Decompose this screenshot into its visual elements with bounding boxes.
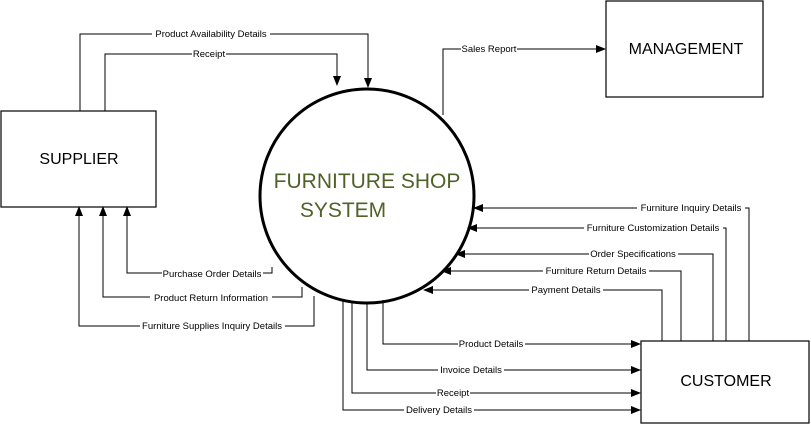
supplier-label: SUPPLIER [39, 151, 118, 168]
flow-purchase-order [123, 206, 273, 274]
flow-order-spec [455, 250, 714, 341]
flow-inquiry [473, 204, 750, 341]
management-box [605, 0, 764, 98]
flow-product-details [382, 300, 641, 348]
label-order-spec: Order Specifications [590, 249, 676, 260]
flow-invoice [366, 303, 641, 374]
label-delivery: Delivery Details [406, 405, 472, 416]
customer-box [640, 340, 810, 424]
supplier-box [0, 110, 157, 208]
label-receipt-bottom: Receipt [437, 388, 470, 399]
system-title-line1: FURNITURE SHOP [274, 170, 461, 193]
flow-sales-report [442, 45, 606, 115]
label-product-return: Product Return Information [154, 293, 268, 304]
flow-receipt-top [104, 53, 341, 111]
flow-customization [467, 224, 727, 341]
label-purchase-order: Purchase Order Details [163, 269, 262, 280]
label-product-details: Product Details [459, 339, 524, 350]
label-invoice: Invoice Details [440, 365, 502, 376]
system-process-circle [258, 87, 476, 305]
label-sales-report: Sales Report [462, 44, 517, 55]
label-payment: Payment Details [531, 285, 600, 296]
label-return-details: Furniture Return Details [546, 266, 647, 277]
system-title-line2: SYSTEM [300, 199, 386, 222]
label-supplies-inquiry: Furniture Supplies Inquiry Details [142, 321, 282, 332]
flow-return-details [441, 267, 682, 341]
management-label: MANAGEMENT [629, 41, 744, 58]
flow-delivery [342, 300, 641, 414]
flow-receipt-bottom [351, 302, 641, 397]
label-receipt-top: Receipt [193, 49, 226, 60]
label-product-availability: Product Availability Details [155, 29, 266, 40]
flow-payment [423, 286, 663, 341]
label-customization: Furniture Customization Details [587, 223, 720, 234]
customer-label: CUSTOMER [680, 373, 771, 390]
label-inquiry: Furniture Inquiry Details [641, 203, 742, 214]
